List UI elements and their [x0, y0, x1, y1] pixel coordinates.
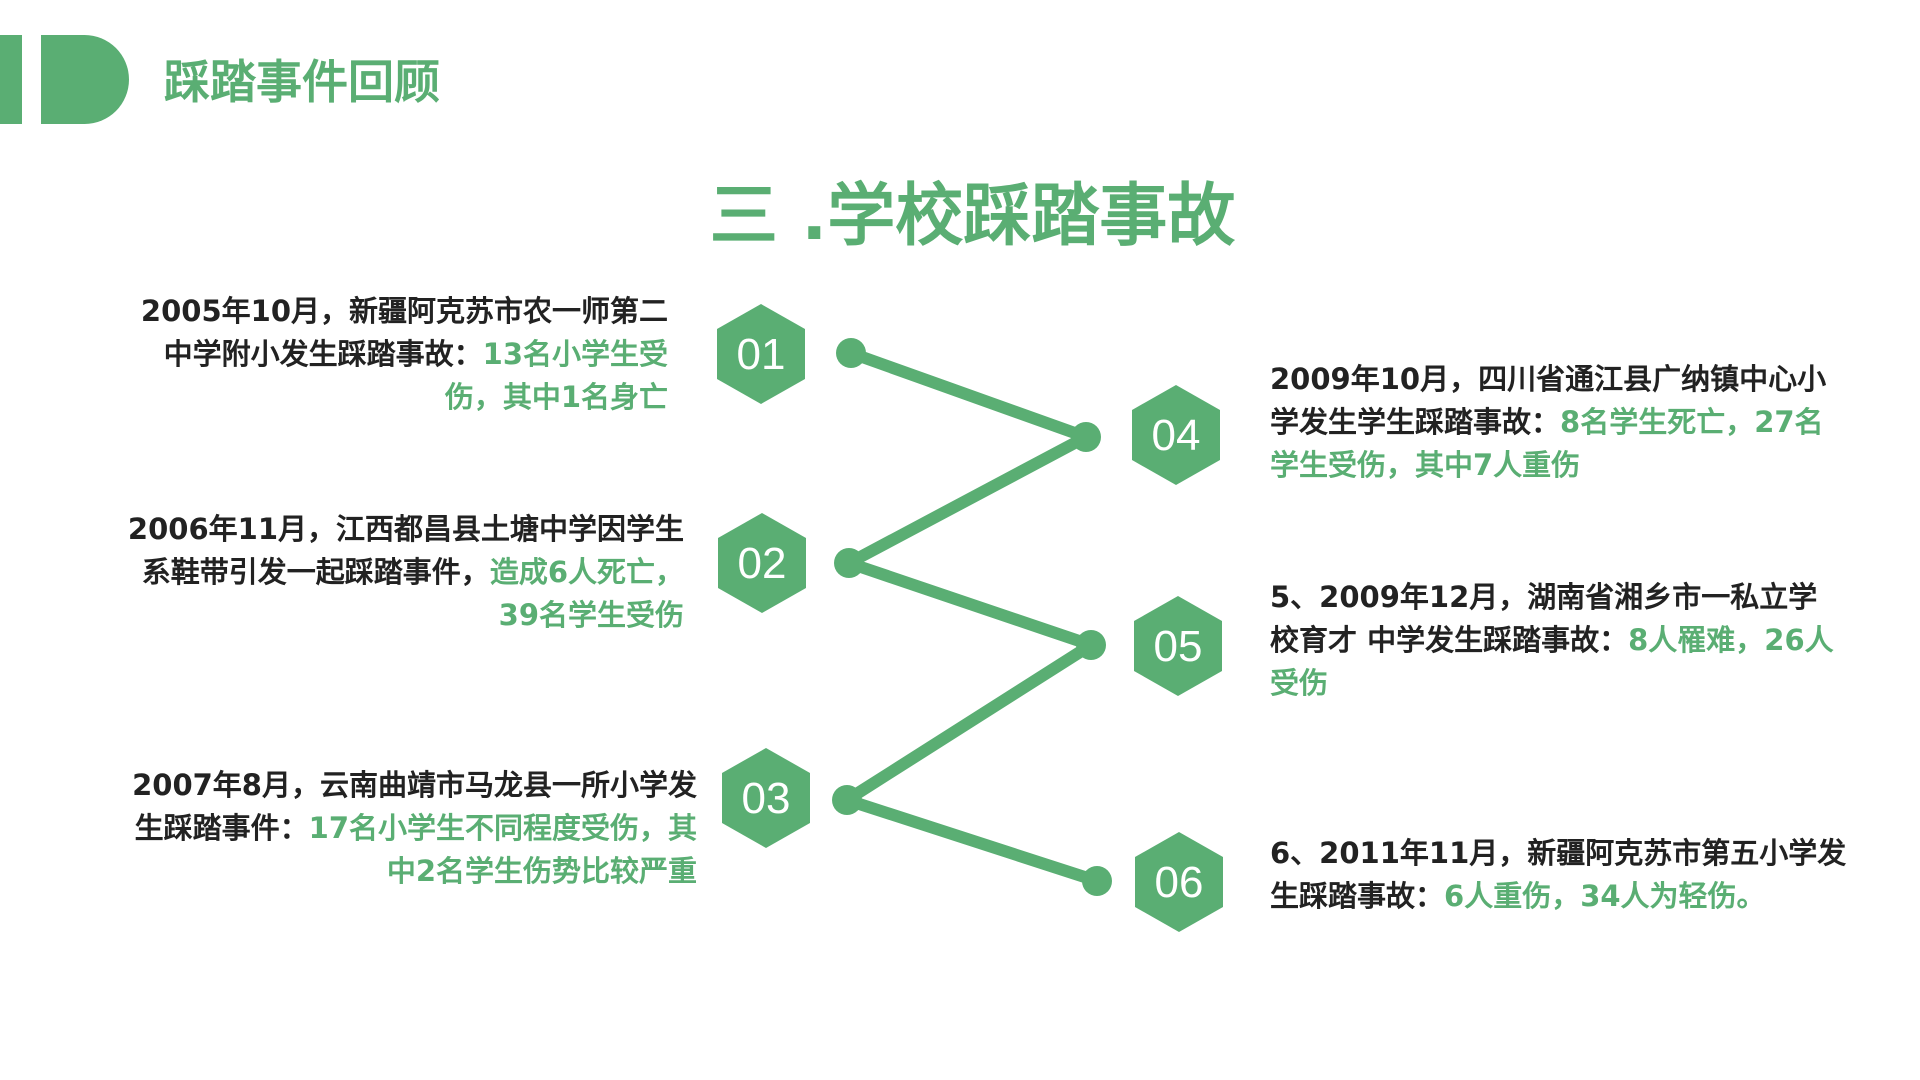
event-06-desc: 6、2011年11月，新疆阿克苏市第五小学发生踩踏事故： [1270, 836, 1847, 913]
hexagon-number: 04 [1152, 411, 1201, 460]
timeline-dot [834, 548, 864, 578]
timeline-dot [1082, 866, 1112, 896]
hexagon-number: 06 [1155, 858, 1204, 907]
event-01-text: 2005年10月，新疆阿克苏市农一师第二中学附小发生踩踏事故：13名小学生受伤，… [128, 290, 668, 419]
event-05-desc: 5、2009年12月，湖南省湘乡市一私立学校育才 中学发生踩踏事故： [1270, 580, 1818, 657]
header-bar [0, 35, 22, 124]
timeline-dot [832, 785, 862, 815]
hexagon-badge-02: 02 [718, 513, 806, 613]
timeline-dot [1076, 630, 1106, 660]
hexagon-badge-05: 05 [1134, 596, 1222, 696]
event-03-casualties: 17名小学生不同程度受伤，其中2名学生伤势比较严重 [308, 811, 697, 888]
page-title: 三 .学校踩踏事故 [709, 177, 1236, 256]
event-02-casualties: 造成6人死亡，39名学生受伤 [489, 555, 684, 632]
event-06-text: 6、2011年11月，新疆阿克苏市第五小学发生踩踏事故：6人重伤，34人为轻伤。 [1270, 832, 1860, 918]
event-03-desc: 2007年8月，云南曲靖市马龙县一所小学发生踩踏事件： [132, 768, 697, 845]
zigzag-line [841, 347, 1099, 887]
hexagon-number: 01 [737, 330, 786, 379]
event-05-casualties: 8人罹难，26人受伤 [1270, 623, 1834, 700]
event-03-text: 2007年8月，云南曲靖市马龙县一所小学发生踩踏事件：17名小学生不同程度受伤，… [112, 764, 697, 893]
header-d-shape [41, 35, 129, 124]
event-04-text: 2009年10月，四川省通江县广纳镇中心小学发生学生踩踏事故：8名学生死亡，27… [1270, 358, 1830, 487]
timeline-dot [1071, 422, 1101, 452]
event-05-text: 5、2009年12月，湖南省湘乡市一私立学校育才 中学发生踩踏事故：8人罹难，2… [1270, 576, 1845, 705]
hexagon-number: 05 [1154, 622, 1203, 671]
hexagon-number: 03 [742, 774, 791, 823]
event-02-text: 2006年11月，江西都昌县土塘中学因学生系鞋带引发一起踩踏事件，造成6人死亡，… [104, 508, 684, 637]
event-06-casualties: 6人重伤，34人为轻伤。 [1444, 879, 1766, 913]
hexagon-number: 02 [738, 539, 787, 588]
event-01-casualties: 13名小学生受伤，其中1名身亡 [444, 337, 668, 414]
timeline-dot [836, 338, 866, 368]
event-04-desc: 2009年10月，四川省通江县广纳镇中心小学发生学生踩踏事故： [1270, 362, 1827, 439]
hexagon-badge-03: 03 [722, 748, 810, 848]
event-02-desc: 2006年11月，江西都昌县土塘中学因学生系鞋带引发一起踩踏事件， [127, 512, 684, 589]
section-title: 踩踏事件回顾 [164, 55, 440, 109]
event-04-casualties: 8名学生死亡，27名学生受伤，其中7人重伤 [1270, 405, 1824, 482]
event-01-desc: 2005年10月，新疆阿克苏市农一师第二中学附小发生踩踏事故： [140, 294, 668, 371]
hexagon-badge-06: 06 [1135, 832, 1223, 932]
hexagon-badge-04: 04 [1132, 385, 1220, 485]
hexagon-badge-01: 01 [717, 304, 805, 404]
